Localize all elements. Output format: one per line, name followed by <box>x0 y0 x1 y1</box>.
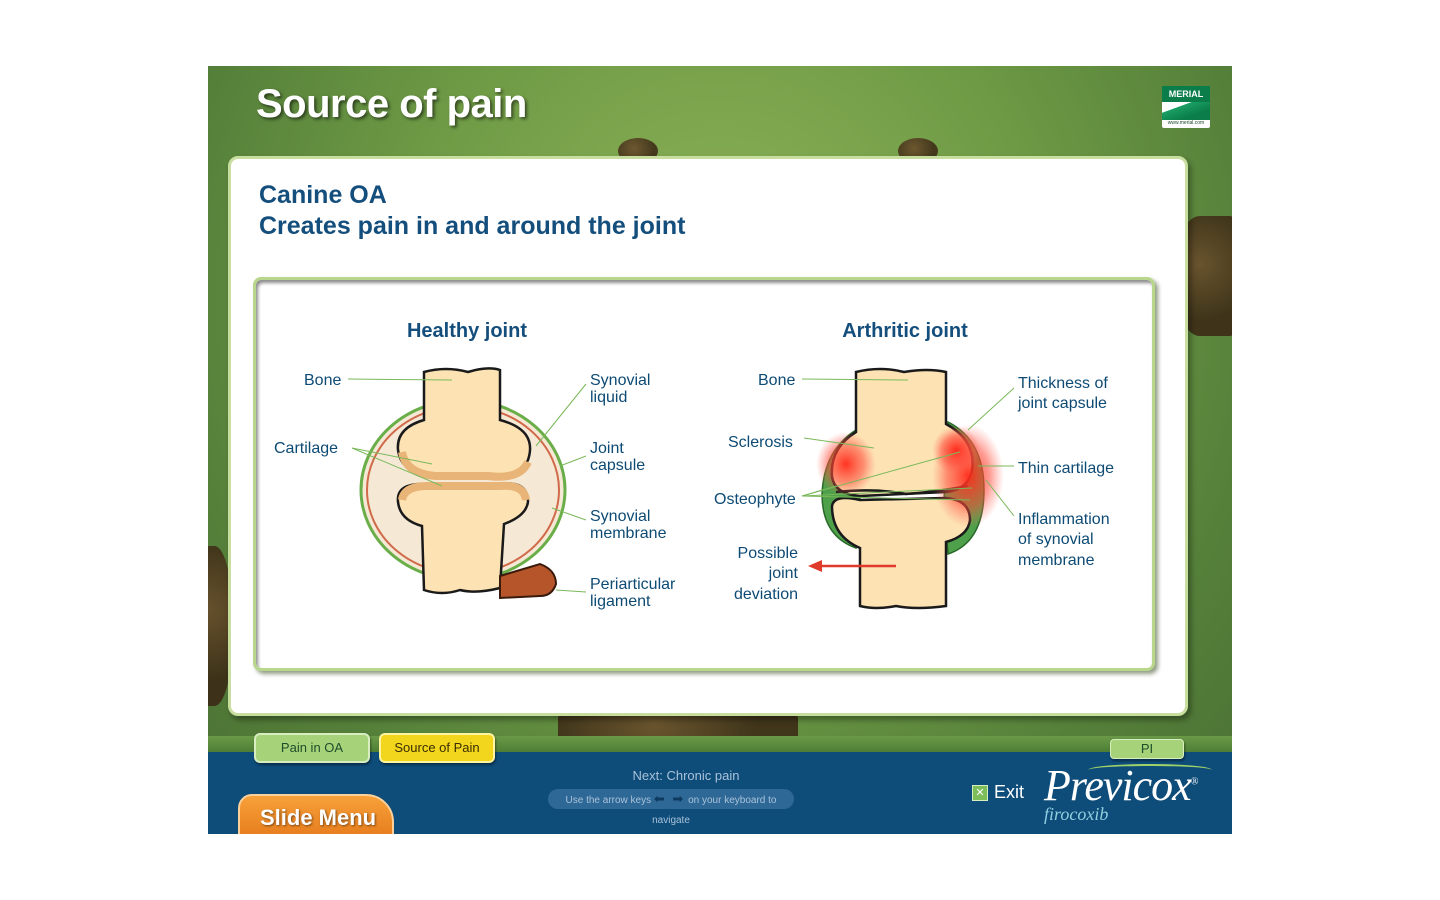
previcox-logo: Previcox® <box>1044 760 1199 811</box>
previcox-swoosh-icon <box>1088 764 1212 776</box>
tab-source-of-pain[interactable]: Source of Pain <box>379 733 495 763</box>
exit-label: Exit <box>994 782 1025 802</box>
label-periarticular-ligament: ligament <box>590 593 651 610</box>
card-subheading: Creates pain in and around the joint <box>259 212 686 240</box>
label-synovial-liquid: liquid <box>590 389 627 406</box>
merial-logo-wave <box>1162 102 1210 120</box>
keyboard-navigation-hint: Use the arrow keys ⬅ ➡ on your keyboard … <box>548 789 794 826</box>
label-inflammation-synovial-membrane: of synovial <box>1018 531 1094 548</box>
label-thickness-of-joint-capsule: Thickness of <box>1018 375 1108 392</box>
merial-logo-text: MERIAL <box>1162 86 1210 102</box>
label-possible-joint-deviation: joint <box>768 565 799 582</box>
slide-stage: Source of pain MERIAL www.merial.com Can… <box>208 66 1232 834</box>
label-possible-joint-deviation: deviation <box>734 586 798 603</box>
label-synovial-liquid: Synovial <box>590 372 650 389</box>
label-periarticular-ligament: Periarticular <box>590 576 676 593</box>
label-inflammation-synovial-membrane: membrane <box>1018 552 1095 569</box>
label-cartilage: Cartilage <box>274 440 338 457</box>
label-inflammation-synovial-membrane: Inflammation <box>1018 511 1110 528</box>
next-slide-link[interactable]: Next: Chronic pain <box>632 768 740 783</box>
card-heading: Canine OA <box>259 181 387 209</box>
brand-name: Previcox <box>1044 761 1192 810</box>
label-joint-capsule: capsule <box>590 457 645 474</box>
label-thin-cartilage: Thin cartilage <box>1018 460 1114 477</box>
label-bone: Bone <box>758 372 795 389</box>
label-possible-joint-deviation: Possible <box>738 545 799 562</box>
arthritic-joint-title: Arthritic joint <box>842 320 968 342</box>
tab-pi[interactable]: PI <box>1110 739 1184 759</box>
label-joint-capsule: Joint <box>590 440 624 457</box>
healthy-joint-title: Healthy joint <box>407 320 527 342</box>
joint-diagram: Healthy joint Arthritic joint <box>274 320 1114 610</box>
hint-text-right: on your keyboard to navigate <box>652 795 777 826</box>
slide-menu-button[interactable]: Slide Menu <box>238 794 394 834</box>
registered-mark: ® <box>1190 776 1199 788</box>
label-synovial-membrane: Synovial <box>590 508 650 525</box>
brand-generic-name: firocoxib <box>1044 804 1109 824</box>
content-card: Canine OA Creates pain in and around the… <box>228 156 1188 716</box>
tab-pain-in-oa[interactable]: Pain in OA <box>254 733 370 763</box>
close-icon: ✕ <box>972 785 988 802</box>
hint-text-left: Use the arrow keys <box>565 795 652 806</box>
joint-diagram-panel: Healthy joint Arthritic joint <box>253 277 1155 671</box>
merial-logo: MERIAL www.merial.com <box>1162 86 1210 128</box>
arrow-keys-icon: ⬅ ➡ <box>653 791 686 806</box>
merial-logo-url: www.merial.com <box>1167 120 1205 126</box>
healthy-leader-lines <box>347 378 587 593</box>
page-title: Source of pain <box>256 82 527 126</box>
label-synovial-membrane: membrane <box>590 525 667 542</box>
arthritic-leader-lines <box>801 378 1015 517</box>
label-bone: Bone <box>304 372 341 389</box>
label-osteophyte: Osteophyte <box>714 491 796 508</box>
healthy-joint-illustration <box>359 367 567 600</box>
exit-button[interactable]: ✕ Exit <box>972 782 1024 803</box>
label-sclerosis: Sclerosis <box>728 434 793 451</box>
arthritic-joint-illustration <box>808 367 1004 610</box>
label-thickness-of-joint-capsule: joint capsule <box>1017 395 1107 412</box>
